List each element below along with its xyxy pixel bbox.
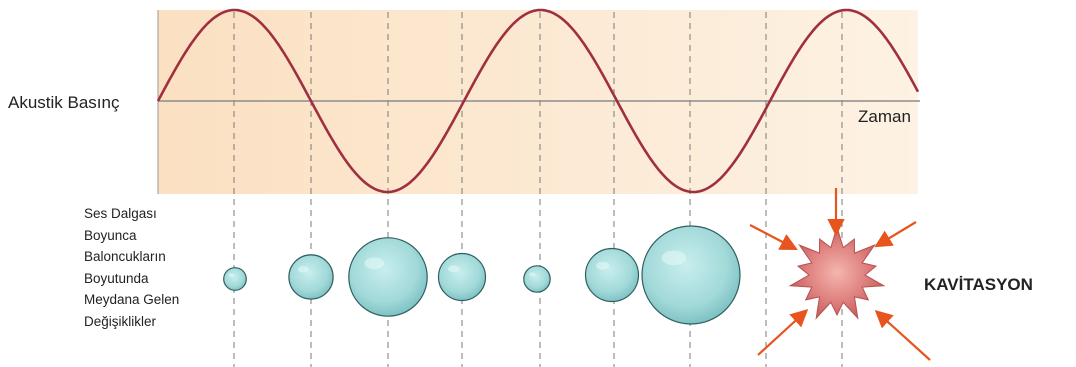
arrow-bottom-right: [874, 310, 931, 361]
bubble-3-highlight: [364, 257, 385, 270]
bubble-4: [437, 252, 487, 302]
arrow-bottom-left: [757, 309, 809, 356]
arrow-top-right: [874, 221, 917, 248]
bubble-5-highlight: [529, 272, 536, 277]
bubble-7-highlight: [661, 250, 687, 266]
x-axis-label: Zaman: [858, 107, 911, 126]
wave-background: [158, 10, 918, 194]
caption-line: Boyunca: [84, 227, 137, 243]
caption-line: Boyutunda: [84, 270, 149, 286]
bubble-size-caption: Ses Dalgası Boyunca Baloncukların Boyutu…: [84, 203, 234, 333]
cavitation-label: KAVİTASYON: [924, 275, 1033, 294]
pressure-wave: [156, 8, 920, 194]
guide-lines: [233, 12, 843, 367]
y-axis-label: Akustik Basınç: [8, 93, 120, 112]
bubble-2: [288, 254, 334, 300]
arrow-top-left: [749, 224, 798, 251]
bubble-1-highlight: [228, 273, 234, 277]
bubble-5: [523, 265, 551, 293]
bubble-1: [223, 267, 247, 291]
caption-line: Değişiklikler: [84, 313, 157, 329]
bubble-6-highlight: [596, 261, 610, 270]
bubble-4-highlight: [447, 265, 460, 273]
bubble-6: [584, 247, 640, 303]
cavitation-burst: [749, 188, 931, 361]
caption-line: Ses Dalgası: [84, 206, 157, 221]
bubble-3: [348, 237, 428, 317]
burst-shape: [788, 225, 886, 320]
bubbles: [223, 225, 741, 325]
bubble-7: [641, 225, 741, 325]
caption-line: Meydana Gelen: [84, 292, 180, 308]
bubble-2-highlight: [297, 266, 309, 273]
caption-line: Baloncukların: [84, 249, 166, 265]
